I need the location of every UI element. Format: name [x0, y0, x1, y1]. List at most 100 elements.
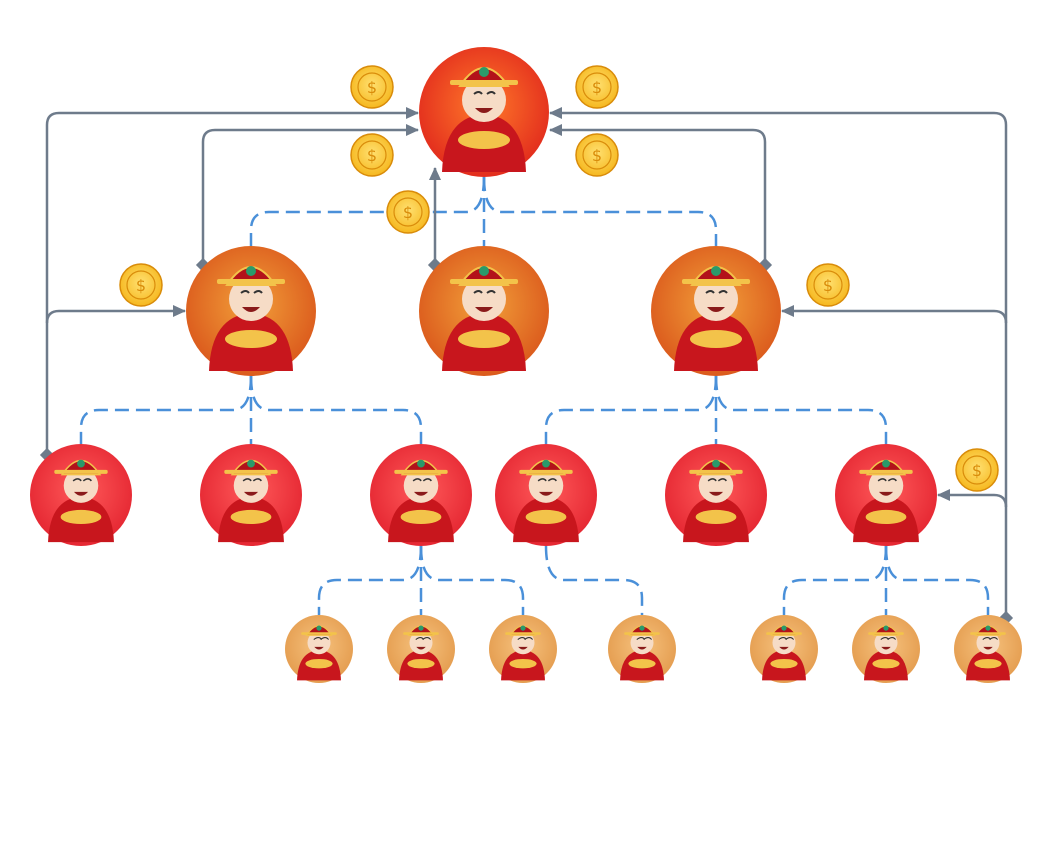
hat-wings — [54, 469, 108, 474]
dollar-glyph: $ — [592, 78, 602, 97]
smile — [73, 491, 89, 496]
dashed-link — [714, 375, 888, 444]
face — [630, 631, 654, 655]
hat-wings — [859, 469, 913, 474]
gold-ingot — [230, 509, 272, 525]
dashed-link — [249, 176, 486, 246]
eyes — [537, 478, 557, 482]
hat-jewel — [712, 459, 720, 468]
flow-arrow — [45, 305, 186, 324]
dashed-link — [544, 545, 644, 615]
flow-arrow — [201, 124, 419, 265]
coin-body — [955, 448, 999, 492]
dollar-glyph: $ — [823, 276, 833, 295]
gold-ingot — [458, 330, 510, 348]
gold-ingot — [770, 658, 798, 669]
dollar-glyph: $ — [592, 146, 602, 165]
hat-jewel — [711, 266, 721, 276]
face — [511, 631, 535, 655]
hat-wings — [970, 632, 1006, 635]
flow-arrow — [45, 107, 419, 455]
dashed-link — [544, 375, 718, 444]
gold-ingot — [690, 330, 742, 348]
eyes — [707, 478, 727, 482]
flow-arrow — [549, 107, 1008, 618]
dollar-glyph: $ — [403, 203, 413, 222]
hat-wings — [224, 469, 278, 474]
hat-wings — [394, 469, 448, 474]
gold-coin-icon: $ — [119, 263, 163, 307]
hat-jewel — [316, 625, 322, 631]
node-level-1 — [419, 246, 549, 376]
gold-coin-icon: $ — [350, 133, 394, 177]
face — [976, 631, 1000, 655]
dashed-link — [419, 545, 525, 615]
smile — [881, 646, 891, 650]
gold-coin-icon: $ — [350, 65, 394, 109]
node-level-2 — [665, 444, 767, 546]
face — [409, 631, 433, 655]
node-level-3 — [608, 615, 676, 683]
hat-wings — [689, 469, 743, 474]
face — [229, 277, 273, 321]
hat-wings — [505, 632, 541, 635]
flow-arrow — [549, 124, 767, 265]
gold-ingot — [974, 658, 1002, 669]
gold-coin-icon: $ — [575, 133, 619, 177]
hat-wings — [301, 632, 337, 635]
coin-body — [806, 263, 850, 307]
eyes — [636, 637, 652, 641]
node-level-2 — [200, 444, 302, 546]
node-level-3 — [285, 615, 353, 683]
smile — [475, 108, 493, 113]
hat-jewel — [479, 67, 489, 77]
hat-wings — [519, 469, 573, 474]
smile — [878, 491, 894, 496]
smile — [416, 646, 426, 650]
hat-jewel — [520, 625, 526, 631]
hat-wings — [450, 80, 518, 85]
eyes — [242, 478, 262, 482]
eyes — [240, 290, 263, 294]
eyes — [415, 637, 431, 641]
coin-rim — [582, 72, 612, 102]
smile — [637, 646, 647, 650]
hat-jewel — [882, 459, 890, 468]
flow-arrow — [937, 489, 1008, 508]
gold-ingot — [509, 658, 537, 669]
dollar-glyph: $ — [367, 78, 377, 97]
smile — [475, 307, 493, 312]
eyes — [473, 290, 496, 294]
coin-body — [575, 133, 619, 177]
hat-jewel — [542, 459, 550, 468]
dashed-link — [782, 545, 888, 615]
hat-jewel — [883, 625, 889, 631]
eyes — [313, 637, 329, 641]
hat-wings — [403, 632, 439, 635]
eyes — [778, 637, 794, 641]
gold-ingot — [525, 509, 567, 525]
node-level-1 — [186, 246, 316, 376]
eyes — [517, 637, 533, 641]
coin-rim — [393, 197, 423, 227]
node-level-3 — [387, 615, 455, 683]
face — [462, 277, 506, 321]
hat-jewel — [77, 459, 85, 468]
gold-ingot — [400, 509, 442, 525]
hat-wings — [682, 279, 750, 284]
hat-wings — [766, 632, 802, 635]
gold-ingot — [458, 131, 510, 149]
dollar-glyph: $ — [367, 146, 377, 165]
gold-ingot — [865, 509, 907, 525]
gold-coin-icon: $ — [806, 263, 850, 307]
face — [874, 631, 898, 655]
node-level-2 — [30, 444, 132, 546]
eyes — [412, 478, 432, 482]
smile — [314, 646, 324, 650]
gold-ingot — [628, 658, 656, 669]
face — [233, 468, 269, 503]
dollar-glyph: $ — [136, 276, 146, 295]
hat-jewel — [418, 625, 424, 631]
